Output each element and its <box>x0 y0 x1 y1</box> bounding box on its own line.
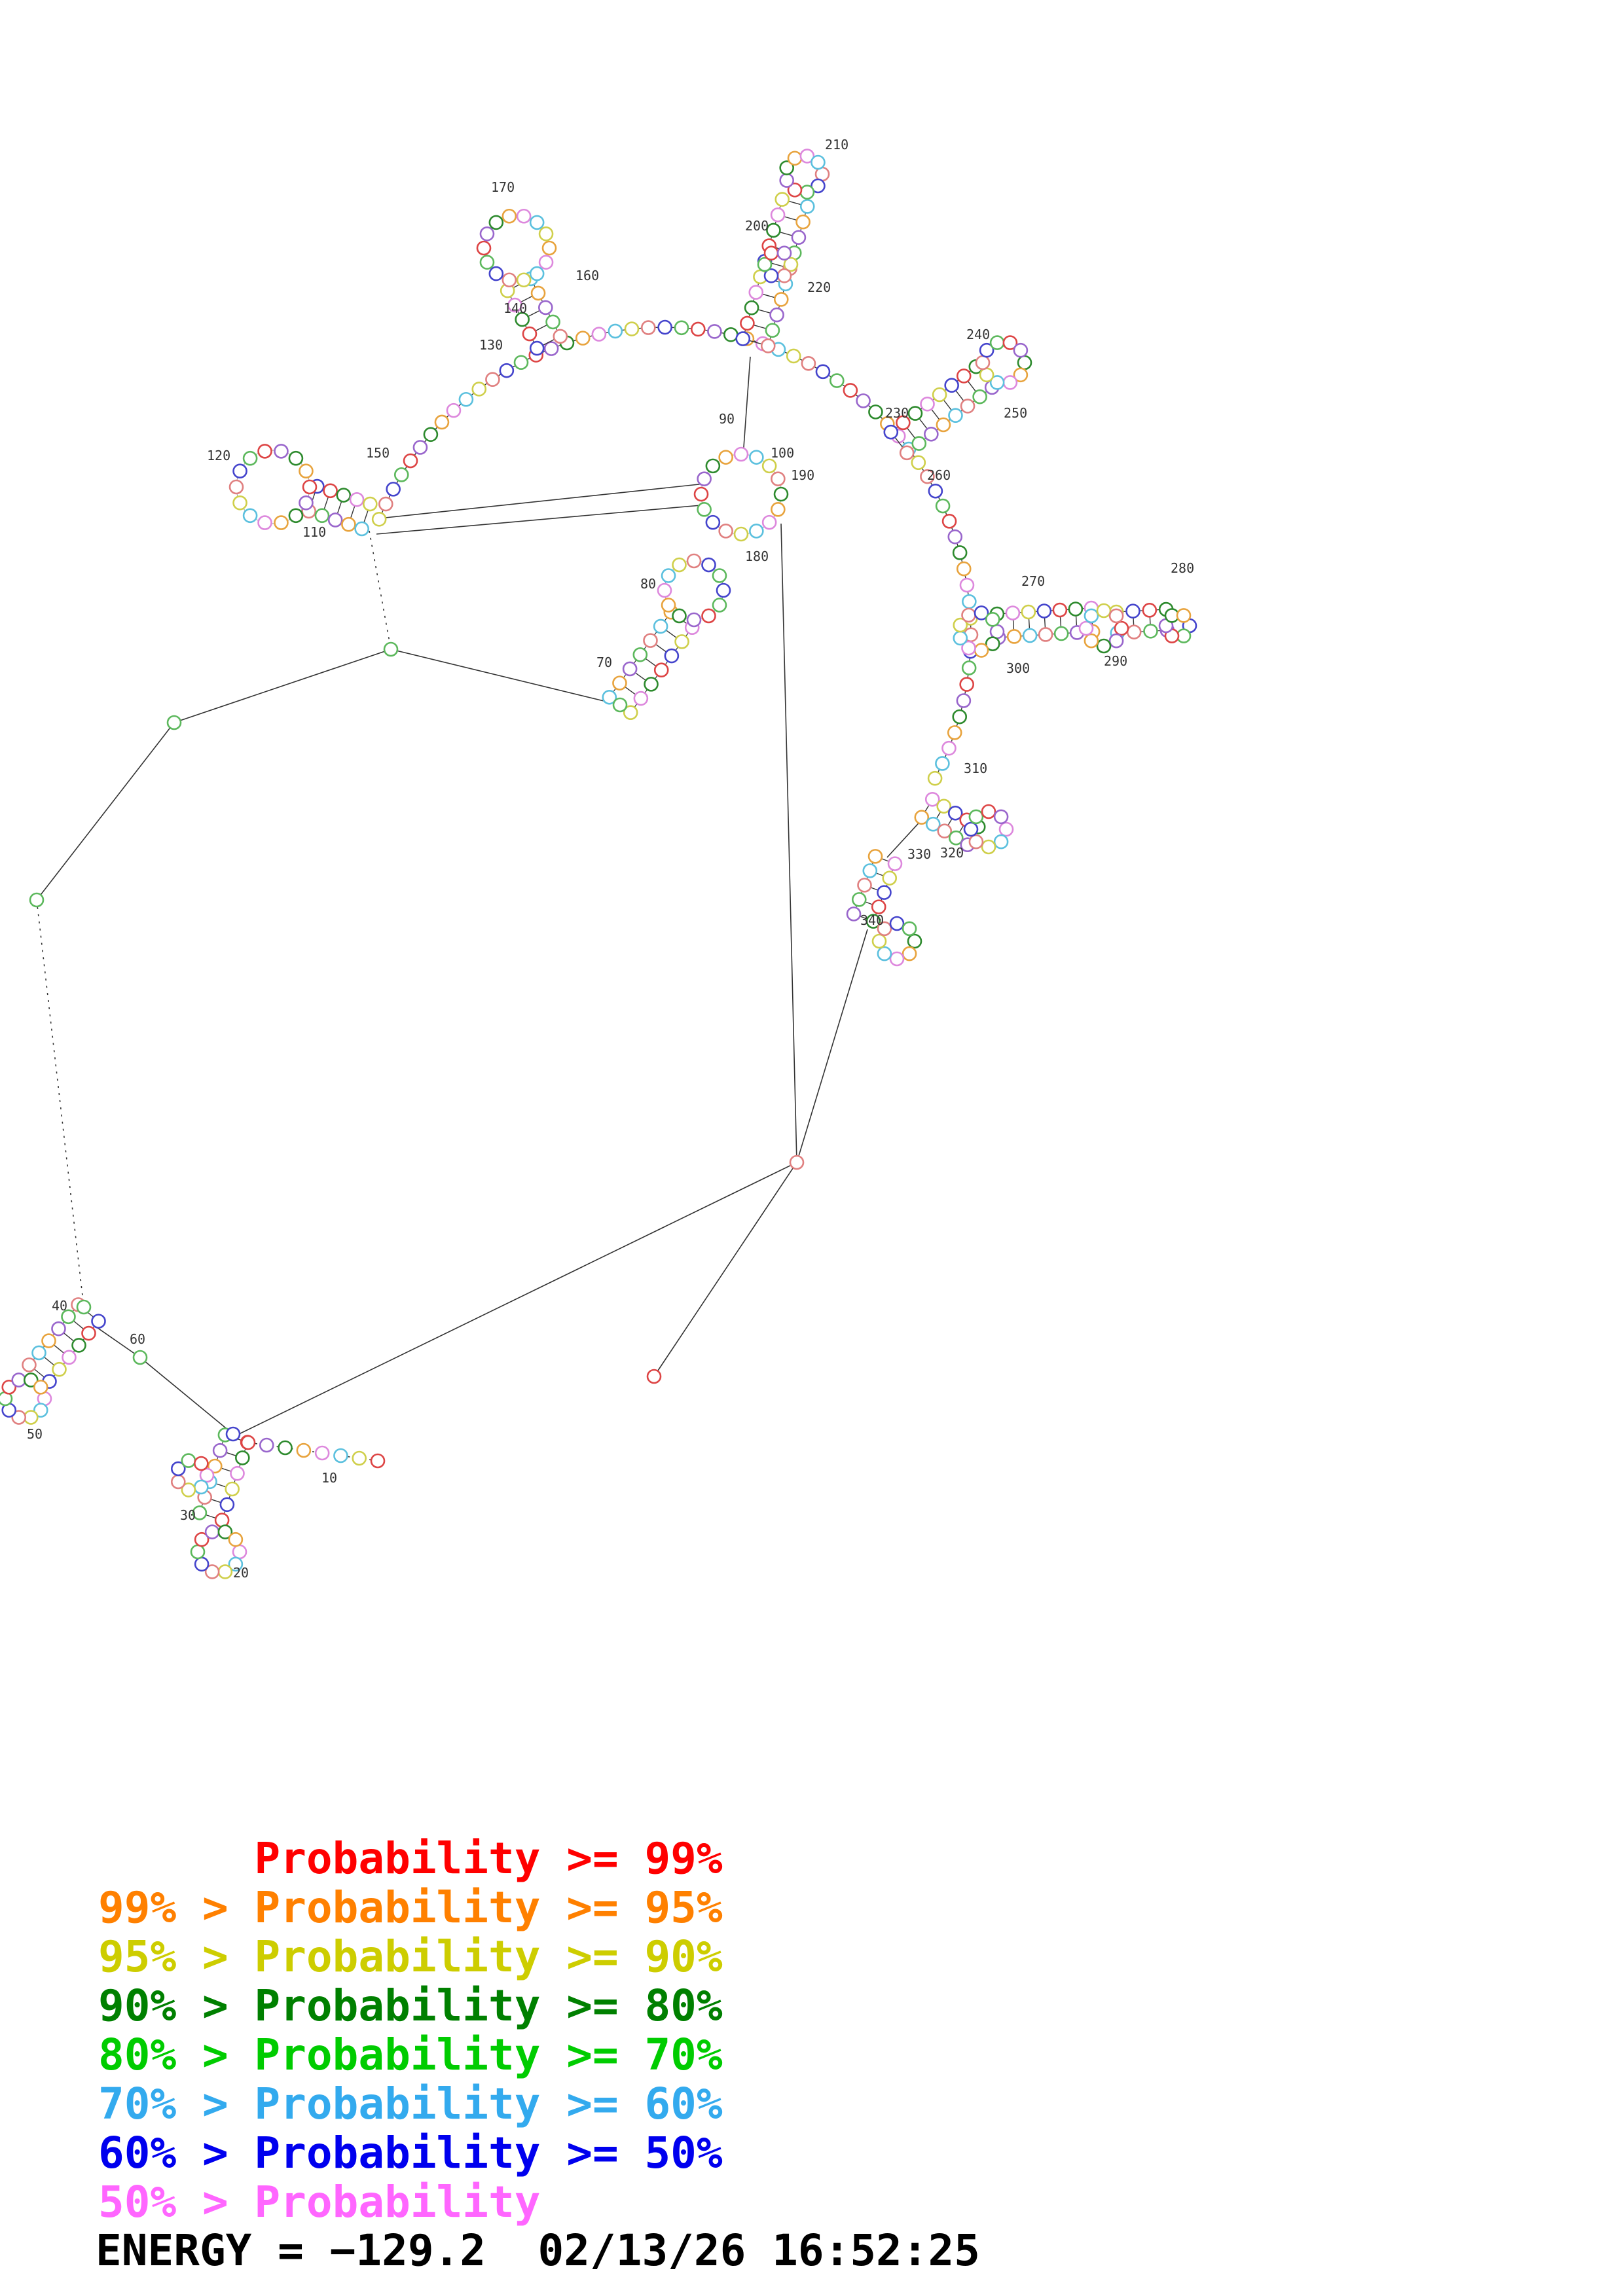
legend-line: 80% > Probability >= 70% <box>98 2030 723 2080</box>
svg-text:340: 340 <box>860 912 884 928</box>
svg-text:250: 250 <box>1004 405 1027 421</box>
legend-line: 95% > Probability >= 90% <box>98 1931 723 1982</box>
svg-text:180: 180 <box>745 548 769 564</box>
svg-text:30: 30 <box>180 1507 196 1523</box>
svg-text:110: 110 <box>302 524 326 540</box>
svg-text:120: 120 <box>207 448 230 463</box>
svg-text:60: 60 <box>130 1331 145 1347</box>
svg-text:290: 290 <box>1104 653 1127 669</box>
svg-text:90: 90 <box>719 411 735 427</box>
svg-text:50: 50 <box>27 1426 43 1442</box>
energy-text: ENERGY = −129.2 02/13/26 16:52:25 <box>96 2225 981 2276</box>
rna-structure-svg: 170 160 140 130 150 120 110 210 200 220 190 90 100 18… <box>0 137 1197 1581</box>
svg-text:200: 200 <box>745 218 769 234</box>
svg-text:270: 270 <box>1021 573 1045 589</box>
svg-text:210: 210 <box>825 137 848 152</box>
legend-line: 60% > Probability >= 50% <box>98 2128 723 2178</box>
legend-line: 50% > Probability <box>98 2177 541 2227</box>
svg-text:280: 280 <box>1171 560 1194 576</box>
svg-text:230: 230 <box>885 405 909 421</box>
legend-line: Probability >= 99% <box>98 1833 723 1884</box>
svg-text:80: 80 <box>640 576 656 592</box>
probability-legend: Probability >= 99%99% > Probability >= 9… <box>98 1834 723 2227</box>
svg-text:130: 130 <box>479 337 503 353</box>
svg-text:220: 220 <box>807 279 831 295</box>
svg-text:70: 70 <box>596 655 612 670</box>
legend-line: 90% > Probability >= 80% <box>98 1981 723 2031</box>
svg-text:40: 40 <box>52 1298 67 1314</box>
svg-text:160: 160 <box>575 268 599 283</box>
legend-line: 70% > Probability >= 60% <box>98 2079 723 2129</box>
svg-text:330: 330 <box>907 846 931 862</box>
svg-text:10: 10 <box>321 1470 337 1486</box>
svg-text:240: 240 <box>966 327 990 342</box>
svg-text:20: 20 <box>233 1565 249 1581</box>
svg-text:150: 150 <box>366 445 390 461</box>
svg-text:170: 170 <box>491 179 515 195</box>
svg-text:100: 100 <box>771 445 794 461</box>
svg-text:320: 320 <box>940 845 964 861</box>
svg-text:260: 260 <box>927 467 951 483</box>
svg-text:300: 300 <box>1006 660 1030 676</box>
svg-text:140: 140 <box>503 300 527 316</box>
svg-text:310: 310 <box>964 761 987 776</box>
legend-line: 99% > Probability >= 95% <box>98 1882 723 1933</box>
svg-text:190: 190 <box>791 467 814 483</box>
